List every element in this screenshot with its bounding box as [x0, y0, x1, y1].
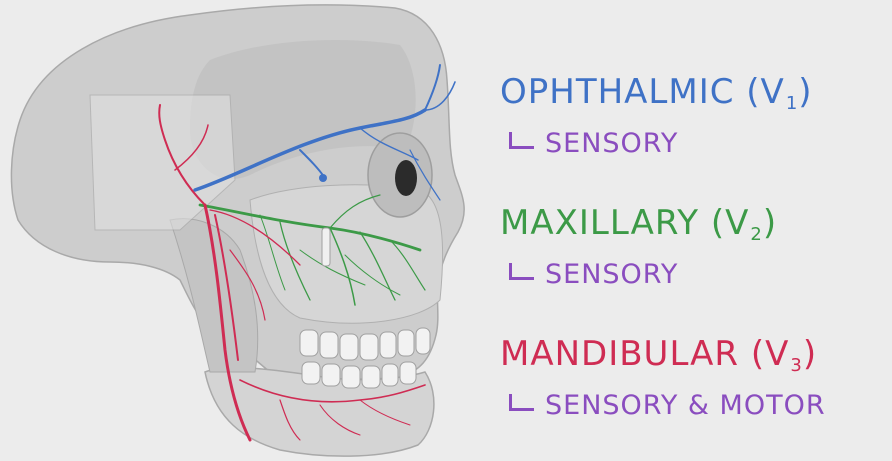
branch-mandibular: MANDIBULAR (V3) SENSORY & MOTOR: [500, 334, 826, 422]
corner-connector-icon: [509, 394, 534, 411]
upper-teeth: [299, 327, 431, 361]
ophthalmic-nerve: [193, 64, 456, 201]
branch-function-mandibular: SENSORY & MOTOR: [509, 390, 826, 422]
branch-subscript: 2: [750, 224, 763, 245]
branch-subscript: 1: [785, 93, 799, 114]
branch-ophthalmic: OPHTHALMIC (V1) SENSORY: [500, 72, 813, 160]
eye: [395, 160, 417, 196]
branch-function-label: SENSORY: [545, 259, 679, 290]
branch-title-mandibular: MANDIBULAR (V3): [500, 334, 826, 386]
branch-close-paren: ): [762, 203, 778, 243]
corner-connector-icon: [509, 132, 534, 149]
maxilla: [249, 184, 444, 324]
branch-name: MAXILLARY (V: [500, 203, 750, 243]
branch-name: MANDIBULAR (V: [500, 334, 790, 374]
maxillary-nerve: [198, 194, 426, 306]
branch-function-maxillary: SENSORY: [509, 259, 777, 291]
branch-name: OPHTHALMIC (V: [500, 72, 785, 112]
branch-close-paren: ): [802, 334, 818, 374]
mandibular-nerve: [158, 104, 426, 442]
branch-maxillary: MAXILLARY (V2) SENSORY: [500, 203, 777, 291]
temporal-region: [190, 40, 416, 179]
branch-close-paren: ): [798, 72, 813, 112]
skull-illustration: [10, 4, 465, 457]
branch-title-ophthalmic: OPHTHALMIC (V1): [500, 72, 813, 124]
branch-subscript: 3: [790, 355, 803, 376]
branch-function-label: SENSORY & MOTOR: [545, 390, 826, 421]
lower-teeth: [301, 361, 417, 389]
corner-connector-icon: [509, 263, 534, 280]
branch-title-maxillary: MAXILLARY (V2): [500, 203, 777, 255]
branch-function-ophthalmic: SENSORY: [509, 128, 813, 160]
branch-function-label: SENSORY: [545, 128, 679, 159]
